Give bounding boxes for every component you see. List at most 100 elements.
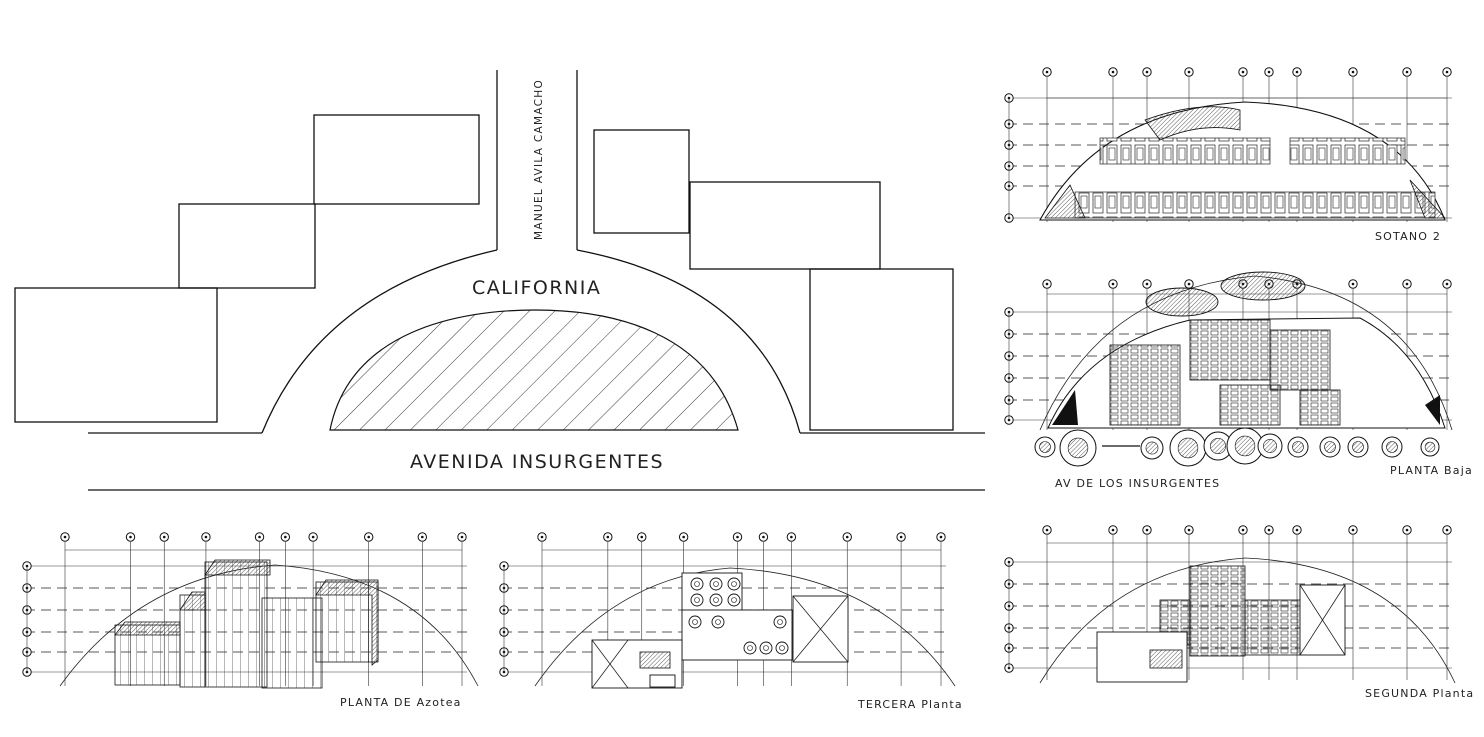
table-icon: [773, 615, 787, 629]
tree-canopy-icon: [1386, 441, 1398, 453]
rooms-block-1: [1189, 319, 1271, 381]
axis-bubble-dot: [1241, 70, 1245, 74]
roof-block-4: [261, 597, 323, 689]
restaurant-tables: [688, 577, 789, 655]
axis-bubble-dot: [1111, 528, 1115, 532]
planter-oval-right: [1220, 271, 1306, 301]
axis-bubble-dot: [311, 535, 315, 539]
table-icon: [759, 641, 773, 655]
axis-bubble-dot: [1045, 282, 1049, 286]
axis-bubble-dot: [367, 535, 371, 539]
block-right-1: [593, 129, 690, 234]
arc-outer-left: [261, 249, 498, 434]
tree-canopy-icon: [1234, 435, 1256, 457]
axis-bubble-dot: [1111, 70, 1115, 74]
rooms-block-4: [1299, 389, 1341, 426]
table-top-icon: [731, 581, 737, 587]
street-label-av-de-los-insurgentes: AV DE LOS INSURGENTES: [1055, 477, 1220, 490]
tree-canopy-icon: [1067, 437, 1089, 459]
street-label-avenida-insurgentes: AVENIDA INSURGENTES: [410, 451, 664, 473]
axis-bubble-dot: [845, 535, 849, 539]
street-label-manuel-avila-camacho: MANUEL AVILA CAMACHO: [533, 79, 545, 240]
block-right-2: [689, 181, 881, 270]
title-planta-de-azotea: PLANTA DE Azotea: [340, 696, 462, 709]
segunda-rooms-3: [1244, 599, 1301, 656]
plan-tercera-planta: TERCERA Planta: [499, 532, 963, 711]
axis-bubble-dot: [421, 535, 424, 539]
axis-bubble-dot: [460, 535, 464, 539]
axis-bubble-dot: [1445, 528, 1449, 532]
ramp-hatched: [1144, 106, 1241, 141]
table-top-icon: [692, 619, 698, 625]
axis-bubble-dot: [939, 535, 943, 539]
table-top-icon: [779, 645, 785, 651]
rooms-block-2: [1109, 344, 1181, 426]
axis-bubble-dot: [1145, 528, 1149, 532]
axis-bubble-dot: [1351, 282, 1355, 286]
table-icon: [727, 577, 741, 591]
axis-bubble-dot: [1267, 528, 1271, 532]
parking-row-upper-right: [1289, 137, 1406, 165]
tree-canopy-icon: [1352, 441, 1364, 453]
table-top-icon: [731, 597, 737, 603]
axis-bubble-dot: [640, 535, 644, 539]
tree-canopy-icon: [1039, 441, 1051, 453]
table-icon: [743, 641, 757, 655]
planter-left: [1052, 390, 1078, 425]
planter-oval-left: [1145, 287, 1219, 317]
axis-bubble-dot: [1145, 282, 1149, 286]
axis-bubble-dot: [790, 535, 793, 539]
axis-bubble-dot: [899, 535, 903, 539]
table-top-icon: [777, 619, 783, 625]
block-left-3: [313, 114, 480, 205]
tree-canopy-icon: [1177, 437, 1199, 459]
table-top-icon: [694, 597, 700, 603]
axis-bubble-dot: [129, 535, 132, 539]
axis-bubble-dot: [1405, 70, 1409, 74]
axis-bubble-dot: [1145, 70, 1149, 74]
axis-bubble-dot: [162, 535, 166, 539]
tree-canopy-icon: [1292, 441, 1304, 453]
table-icon: [727, 593, 741, 607]
title-planta-baja: PLANTA Baja: [1390, 464, 1473, 477]
table-icon: [690, 593, 704, 607]
table-top-icon: [713, 597, 719, 603]
title-sotano-2: SOTANO 2: [1375, 230, 1441, 243]
plan-planta-baja: AV DE LOS INSURGENTES PLANTA Baja: [1004, 271, 1473, 490]
parking-row-upper-left: [1099, 137, 1271, 165]
tree-canopy-icon: [1263, 439, 1277, 453]
title-tercera-planta: TERCERA Planta: [857, 698, 963, 711]
table-icon: [709, 593, 723, 607]
roof-block-3: [204, 561, 268, 688]
axis-bubble-dot: [258, 535, 261, 539]
tercera-stair: [639, 651, 671, 669]
plan-azotea: PLANTA DE Azotea: [22, 532, 479, 709]
axis-bubble-dot: [63, 535, 67, 539]
axis-bubble-dot: [1267, 70, 1271, 74]
axis-bubble-dot: [736, 535, 739, 539]
table-top-icon: [715, 619, 721, 625]
tree-canopy-icon: [1210, 437, 1227, 454]
arc-outer-right: [576, 249, 801, 434]
corner-left-hatched: [1044, 184, 1086, 219]
axis-bubble-dot: [1045, 528, 1049, 532]
axis-bubble-dot: [204, 535, 208, 539]
block-right-3: [809, 268, 954, 431]
rooms-block-5: [1219, 384, 1281, 426]
site-plan: MANUEL AVILA CAMACHO CALIFORNIA AVENIDA …: [14, 70, 985, 491]
tercera-dining-2: [681, 609, 793, 661]
axis-bubble-dot: [762, 535, 765, 539]
segunda-stair: [1149, 649, 1183, 669]
title-segunda-planta: SEGUNDA Planta: [1365, 687, 1474, 700]
axis-bubble-dot: [1351, 70, 1355, 74]
axis-bubble-dot: [1405, 528, 1409, 532]
axis-bubble-dot: [1111, 282, 1115, 286]
segunda-arc: [1039, 557, 1456, 684]
tree-canopy-icon: [1424, 441, 1436, 453]
axis-bubble-dot: [284, 535, 287, 539]
terrace-cross-2: [591, 639, 629, 689]
axis-bubble-dot: [1187, 282, 1191, 286]
axis-bubble-dot: [1045, 70, 1049, 74]
axis-bubble-dot: [1295, 528, 1299, 532]
